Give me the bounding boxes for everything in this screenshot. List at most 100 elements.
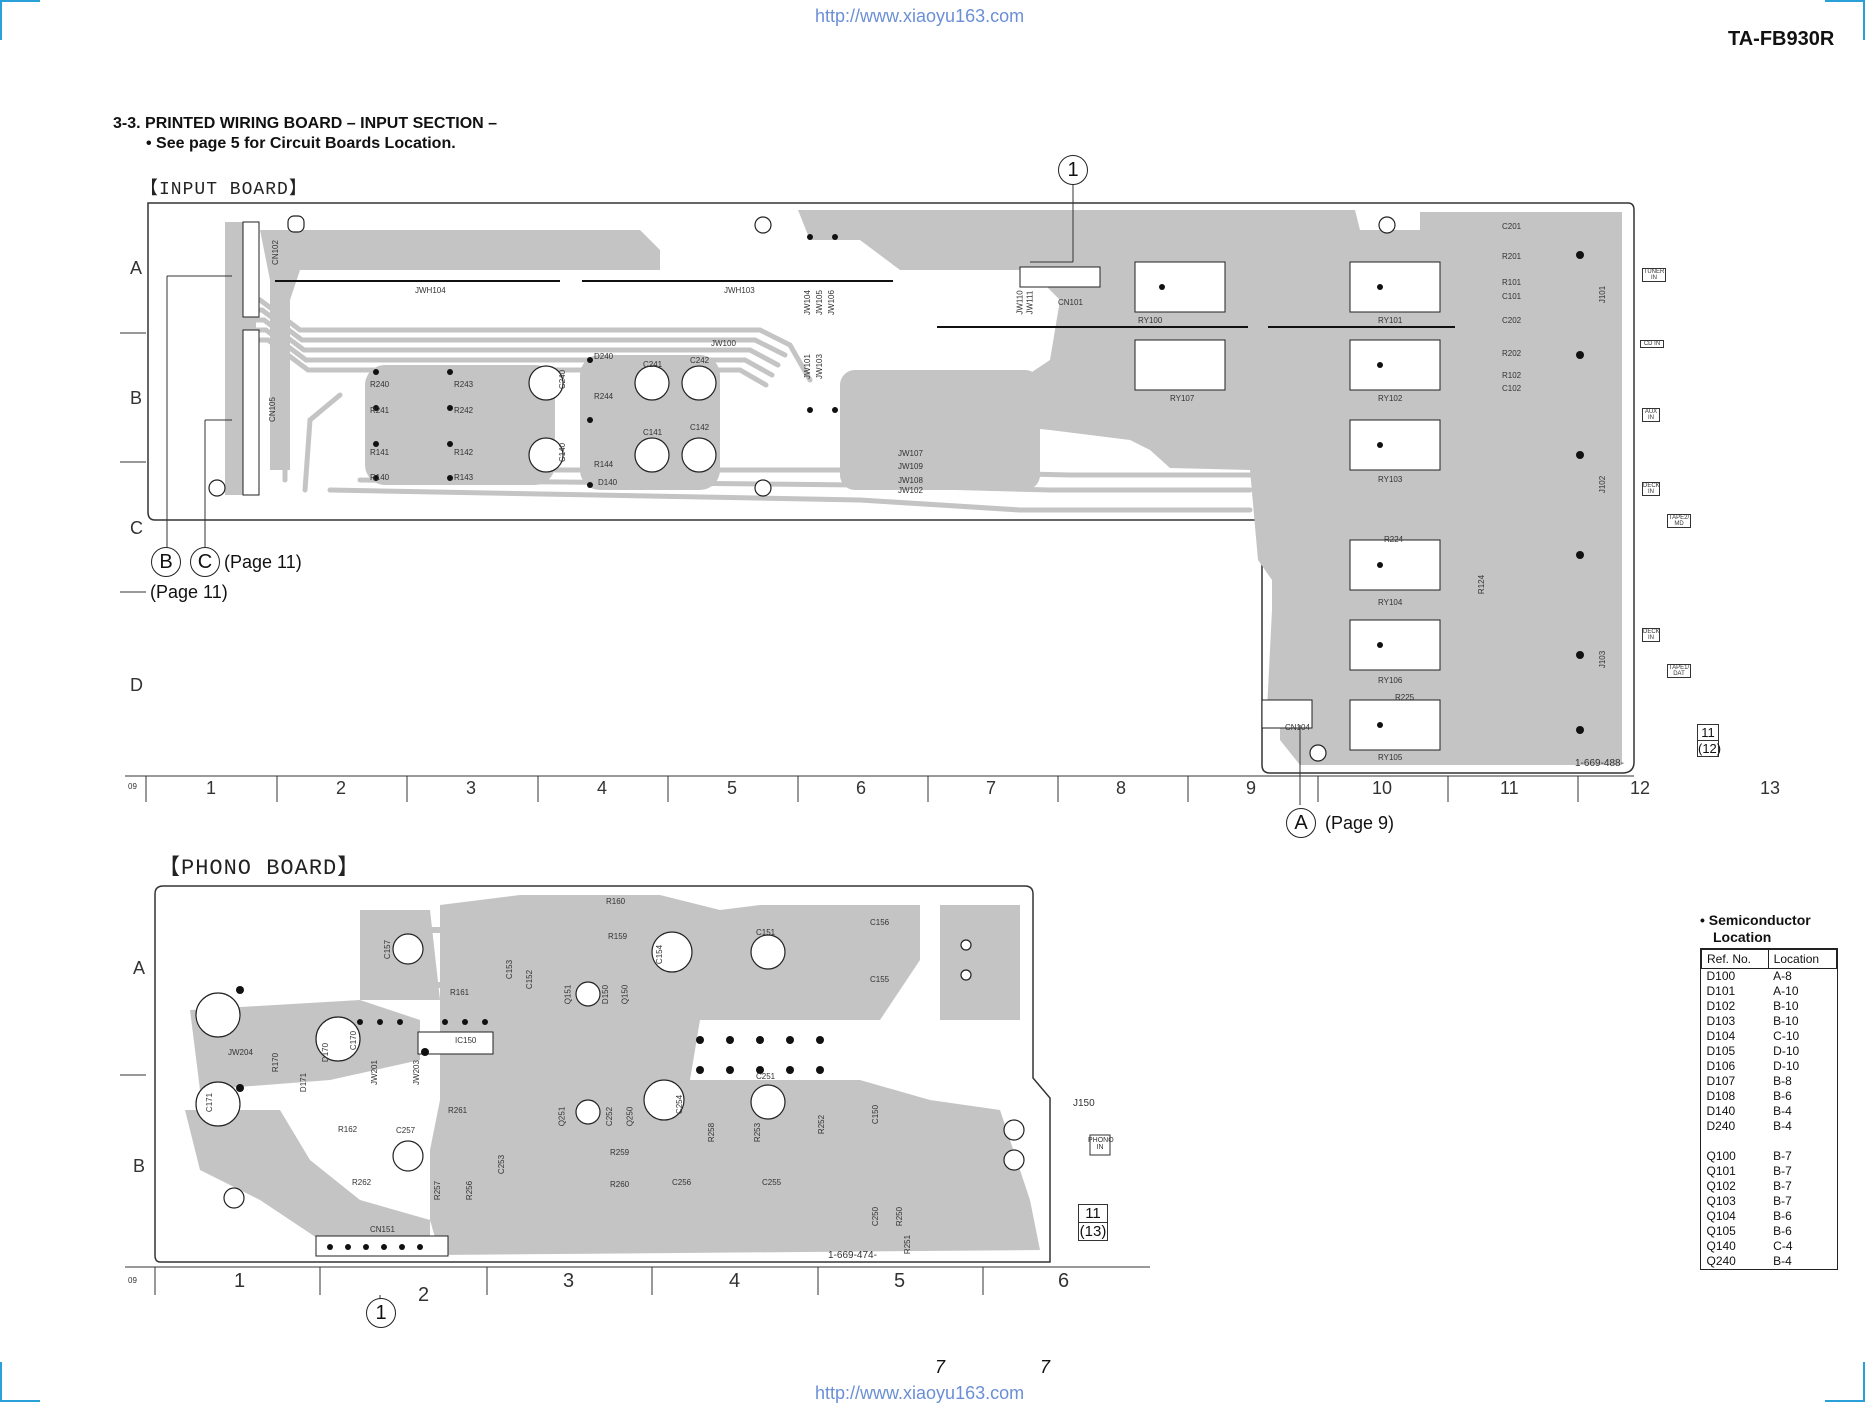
location-cell: B-4 xyxy=(1773,1119,1792,1133)
location-cell: B-7 xyxy=(1773,1164,1792,1178)
semiconductor-title: • Semiconductor xyxy=(1700,912,1838,929)
part-label: JW103 xyxy=(814,354,824,379)
part-label: CN151 xyxy=(370,1225,395,1234)
input-board-part-number: 1-669-488- xyxy=(1575,758,1624,769)
crop-mark xyxy=(1825,1400,1865,1402)
part-label: C240 xyxy=(558,369,568,390)
col-num-3: 3 xyxy=(466,778,477,798)
location-cell: B-10 xyxy=(1773,999,1799,1013)
phono-board-part-number: 1-669-474- xyxy=(828,1250,877,1261)
phono-row-letter-b: B xyxy=(133,1156,146,1176)
part-label: C201 xyxy=(1502,222,1522,231)
location-cell: B-6 xyxy=(1773,1209,1792,1223)
location-cell: A-10 xyxy=(1773,984,1799,998)
part-label: C171 xyxy=(205,1092,215,1113)
location-cell: A-8 xyxy=(1773,969,1792,983)
jack-deck-in-1: DECK IN xyxy=(1642,482,1660,496)
part-label: Q151 xyxy=(563,984,573,1005)
part-label: R257 xyxy=(433,1180,443,1201)
part-label: R202 xyxy=(1502,349,1522,358)
page-ref-c-text: (Page 11) xyxy=(224,552,302,572)
phono-board-ref-box: 11 (13) xyxy=(1078,1204,1108,1241)
location-cell: B-4 xyxy=(1773,1254,1792,1268)
input-board xyxy=(120,184,1635,805)
part-label: R159 xyxy=(608,932,628,941)
crop-mark xyxy=(0,1362,2,1402)
col-num-5: 5 xyxy=(727,778,738,798)
page-ref-a-text: (Page 9) xyxy=(1325,813,1395,833)
part-label: JWH103 xyxy=(724,286,755,295)
location-cell: B-6 xyxy=(1773,1089,1792,1103)
semiconductor-location: • Semiconductor Location Ref. No. Locati… xyxy=(1700,912,1838,1270)
part-label: C142 xyxy=(690,423,710,432)
part-label: R141 xyxy=(370,448,390,457)
part-label: JWH104 xyxy=(415,286,446,295)
phono-board-label: 【PHONO BOARD】 xyxy=(158,856,361,881)
ref-no-cell: Q140 xyxy=(1706,1239,1736,1253)
phono-ref-bubble-1: 1 xyxy=(366,1298,396,1328)
page-ref-a-bubble: A xyxy=(1286,808,1316,838)
part-label: R142 xyxy=(454,448,474,457)
page-number-left: 7 xyxy=(935,1357,946,1377)
ref-no-cell: D100 xyxy=(1706,969,1736,983)
part-label: Q250 xyxy=(625,1106,635,1127)
part-label: C140 xyxy=(558,442,568,463)
part-label: JW109 xyxy=(898,462,923,471)
ref-box-bottom: (13) xyxy=(1079,1223,1107,1240)
part-label: RY100 xyxy=(1138,316,1163,325)
part-label: R251 xyxy=(903,1234,913,1255)
part-label: R252 xyxy=(817,1114,827,1135)
part-label: R161 xyxy=(450,988,470,997)
col-num-1: 1 xyxy=(206,778,217,798)
phono-col-num-1: 1 xyxy=(234,1270,246,1292)
part-label: R243 xyxy=(454,380,474,389)
grid-corner-tag: 09 xyxy=(128,782,137,791)
part-label: JW104 xyxy=(802,290,812,315)
part-label: RY104 xyxy=(1378,598,1403,607)
part-label: R124 xyxy=(1477,574,1487,595)
part-label: R262 xyxy=(352,1178,372,1187)
part-label: R260 xyxy=(610,1180,630,1189)
part-label: RY105 xyxy=(1378,753,1403,762)
semiconductor-title-line1: Semiconductor xyxy=(1708,912,1811,928)
part-label: C241 xyxy=(643,360,663,369)
page-ref-c-bubble: C xyxy=(190,547,220,577)
part-label: C253 xyxy=(497,1154,507,1175)
col-header-location: Location xyxy=(1767,949,1838,969)
location-cell: B-7 xyxy=(1773,1149,1792,1163)
part-label: C155 xyxy=(870,975,890,984)
row-letter-c: C xyxy=(130,518,143,538)
part-label: R170 xyxy=(271,1052,281,1073)
part-label: R250 xyxy=(895,1206,905,1227)
row-letter-a: A xyxy=(130,258,143,278)
col-num-7: 7 xyxy=(986,778,997,798)
ref-no-cell: D103 xyxy=(1706,1014,1736,1028)
crop-mark xyxy=(0,0,40,2)
part-label: D150 xyxy=(601,984,611,1005)
part-label: R259 xyxy=(610,1148,630,1157)
phono-board xyxy=(120,885,1150,1315)
phono-col-num-3: 3 xyxy=(563,1270,575,1292)
part-label: JW107 xyxy=(898,449,923,458)
part-label: C252 xyxy=(605,1106,615,1127)
part-label: JW101 xyxy=(802,354,812,379)
ref-no-cell: Q101 xyxy=(1706,1164,1736,1178)
part-label: C251 xyxy=(756,1072,776,1081)
part-label: R102 xyxy=(1502,371,1522,380)
ref-bubble-1: 1 xyxy=(1058,155,1088,185)
page-ref-b-text: (Page 11) xyxy=(150,582,228,602)
part-label: JW111 xyxy=(1025,290,1035,315)
